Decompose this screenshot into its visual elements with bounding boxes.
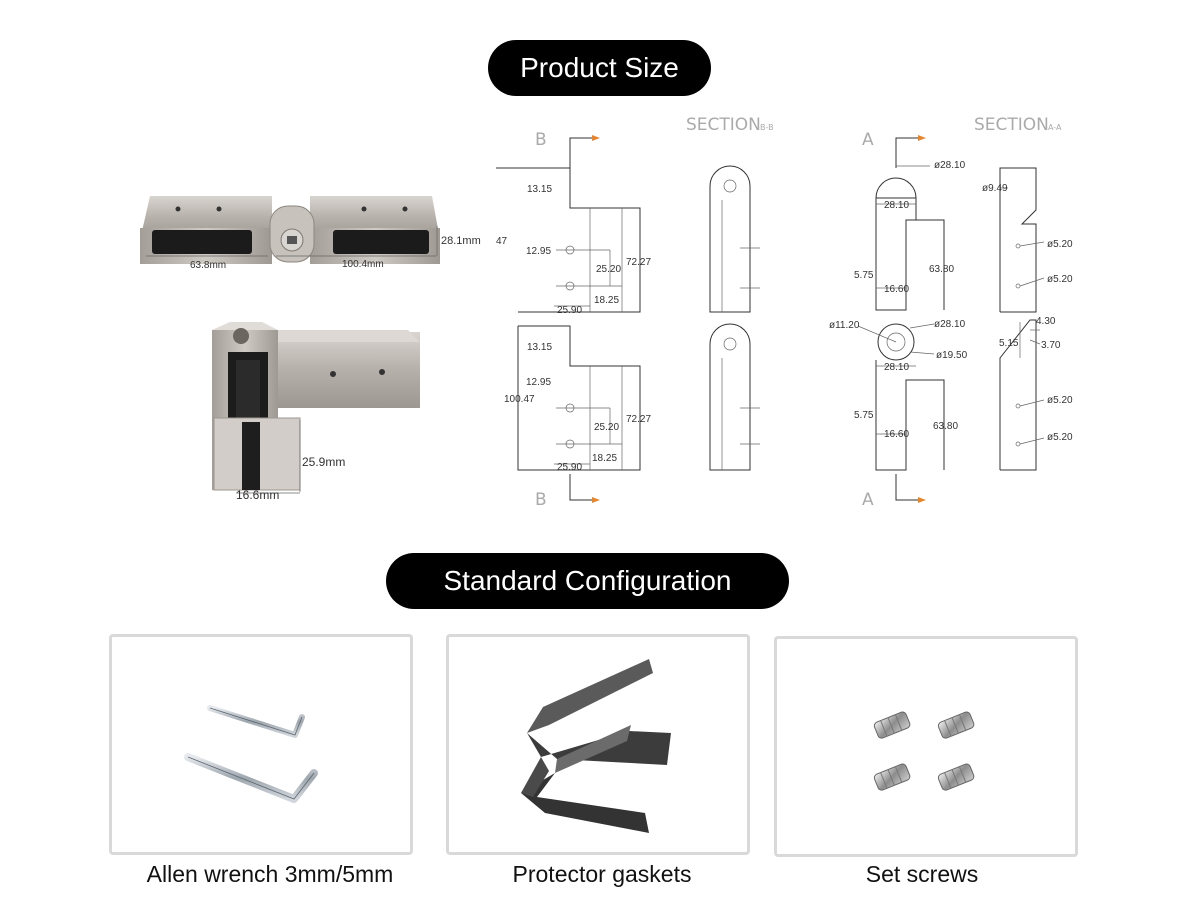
straight-hinge-photo: 63.8mm 100.4mm 28.1mm [140, 196, 481, 271]
aa-bottom-d7: 63.80 [933, 421, 958, 432]
aa-bottom-d5: 5.75 [854, 410, 874, 421]
a-top-marker: A [862, 130, 874, 150]
bb-bottom-d1: 13.15 [527, 342, 552, 353]
aa-bottom-d1: ø28.10 [934, 319, 966, 330]
aa-top-d5: 16.60 [884, 284, 909, 295]
bb-top-d6: 25.90 [557, 305, 582, 316]
bb-bottom-d5: 18.25 [592, 453, 617, 464]
section-arrows [569, 135, 926, 503]
product-size-heading: Product Size [488, 40, 711, 96]
section-bb-label: SECTION [686, 115, 761, 135]
gasket-icon [521, 659, 671, 833]
corner-height-label: 25.9mm [302, 455, 345, 469]
bb-top-d7: 47 [496, 236, 508, 247]
side-bottom-d1: 4.30 [1036, 316, 1056, 327]
caption-protector-gaskets: Protector gaskets [512, 861, 692, 887]
left-length-label: 63.8mm [190, 260, 226, 271]
side-views: ø9.49 ø5.20 ø5.20 4.30 5.15 3.70 ø5.20 ø… [982, 167, 1073, 471]
aa-bottom-d2: ø11.20 [829, 320, 860, 331]
aa-bottom-d4: 28.10 [884, 362, 909, 373]
section-bb-sub: B-B [760, 123, 774, 132]
side-bottom-d4: ø5.20 [1047, 395, 1073, 406]
bb-top-d1: 13.15 [527, 184, 552, 195]
bb-bottom-d4: 72.27 [626, 414, 651, 425]
side-bottom-d5: ø5.20 [1047, 432, 1073, 443]
config-item-set-screws [774, 636, 1078, 857]
side-bottom-d2: 5.15 [999, 338, 1019, 349]
side-top-d1: ø9.49 [982, 183, 1008, 194]
right-length-label: 100.4mm [342, 259, 384, 270]
b-top-marker: B [535, 130, 547, 150]
bb-bottom-profile: 13.15 12.95 25.20 72.27 18.25 25.90 100.… [504, 325, 651, 473]
bb-top-profile: 13.15 12.95 25.20 72.27 18.25 25.90 47 [496, 167, 651, 316]
corner-width-label: 16.6mm [236, 488, 279, 502]
standard-configuration-title: Standard Configuration [443, 565, 732, 596]
aa-top-d3: 63.80 [929, 264, 954, 275]
aa-top-d2: 28.10 [884, 200, 909, 211]
bb-bottom-d3: 25.20 [594, 422, 619, 433]
bb-top-d3: 25.20 [596, 264, 621, 275]
aa-top-profile: ø28.10 28.10 63.80 5.75 16.60 [854, 160, 966, 311]
set-screw-icon [873, 711, 975, 791]
product-size-title: Product Size [520, 52, 679, 83]
caption-allen-wrench: Allen wrench 3mm/5mm [146, 861, 394, 887]
bb-bottom-d7: 100.47 [504, 394, 535, 405]
side-top-d3: ø5.20 [1047, 274, 1073, 285]
b-bottom-marker: B [535, 490, 547, 510]
aa-top-d1: ø28.10 [934, 160, 966, 171]
bb-top-d2: 12.95 [526, 246, 551, 257]
side-bottom-d3: 3.70 [1041, 340, 1061, 351]
corner-clamp-photo: 25.9mm 16.6mm [212, 322, 420, 502]
aa-bottom-d3: ø19.50 [936, 350, 968, 361]
aa-top-d4: 5.75 [854, 270, 874, 281]
a-bottom-marker: A [862, 490, 874, 510]
side-top-d2: ø5.20 [1047, 239, 1073, 250]
standard-configuration-heading: Standard Configuration [386, 553, 789, 609]
allen-wrench-icon [184, 705, 318, 803]
bb-top-d5: 18.25 [594, 295, 619, 306]
aa-bottom-d6: 16.60 [884, 429, 909, 440]
section-bb-views [709, 165, 760, 471]
caption-set-screws: Set screws [865, 861, 979, 887]
section-aa-sub: A-A [1048, 123, 1062, 132]
height-label: 28.1mm [441, 235, 481, 247]
config-item-allen-wrench [109, 634, 413, 855]
config-item-protector-gaskets [446, 634, 750, 855]
bb-bottom-d2: 12.95 [526, 377, 551, 388]
aa-bottom-profile: ø28.10 ø11.20 ø19.50 28.10 5.75 16.60 63… [829, 319, 968, 471]
bb-top-d4: 72.27 [626, 257, 651, 268]
bb-bottom-d6: 25.90 [557, 462, 582, 473]
section-aa-label: SECTION [974, 115, 1049, 135]
